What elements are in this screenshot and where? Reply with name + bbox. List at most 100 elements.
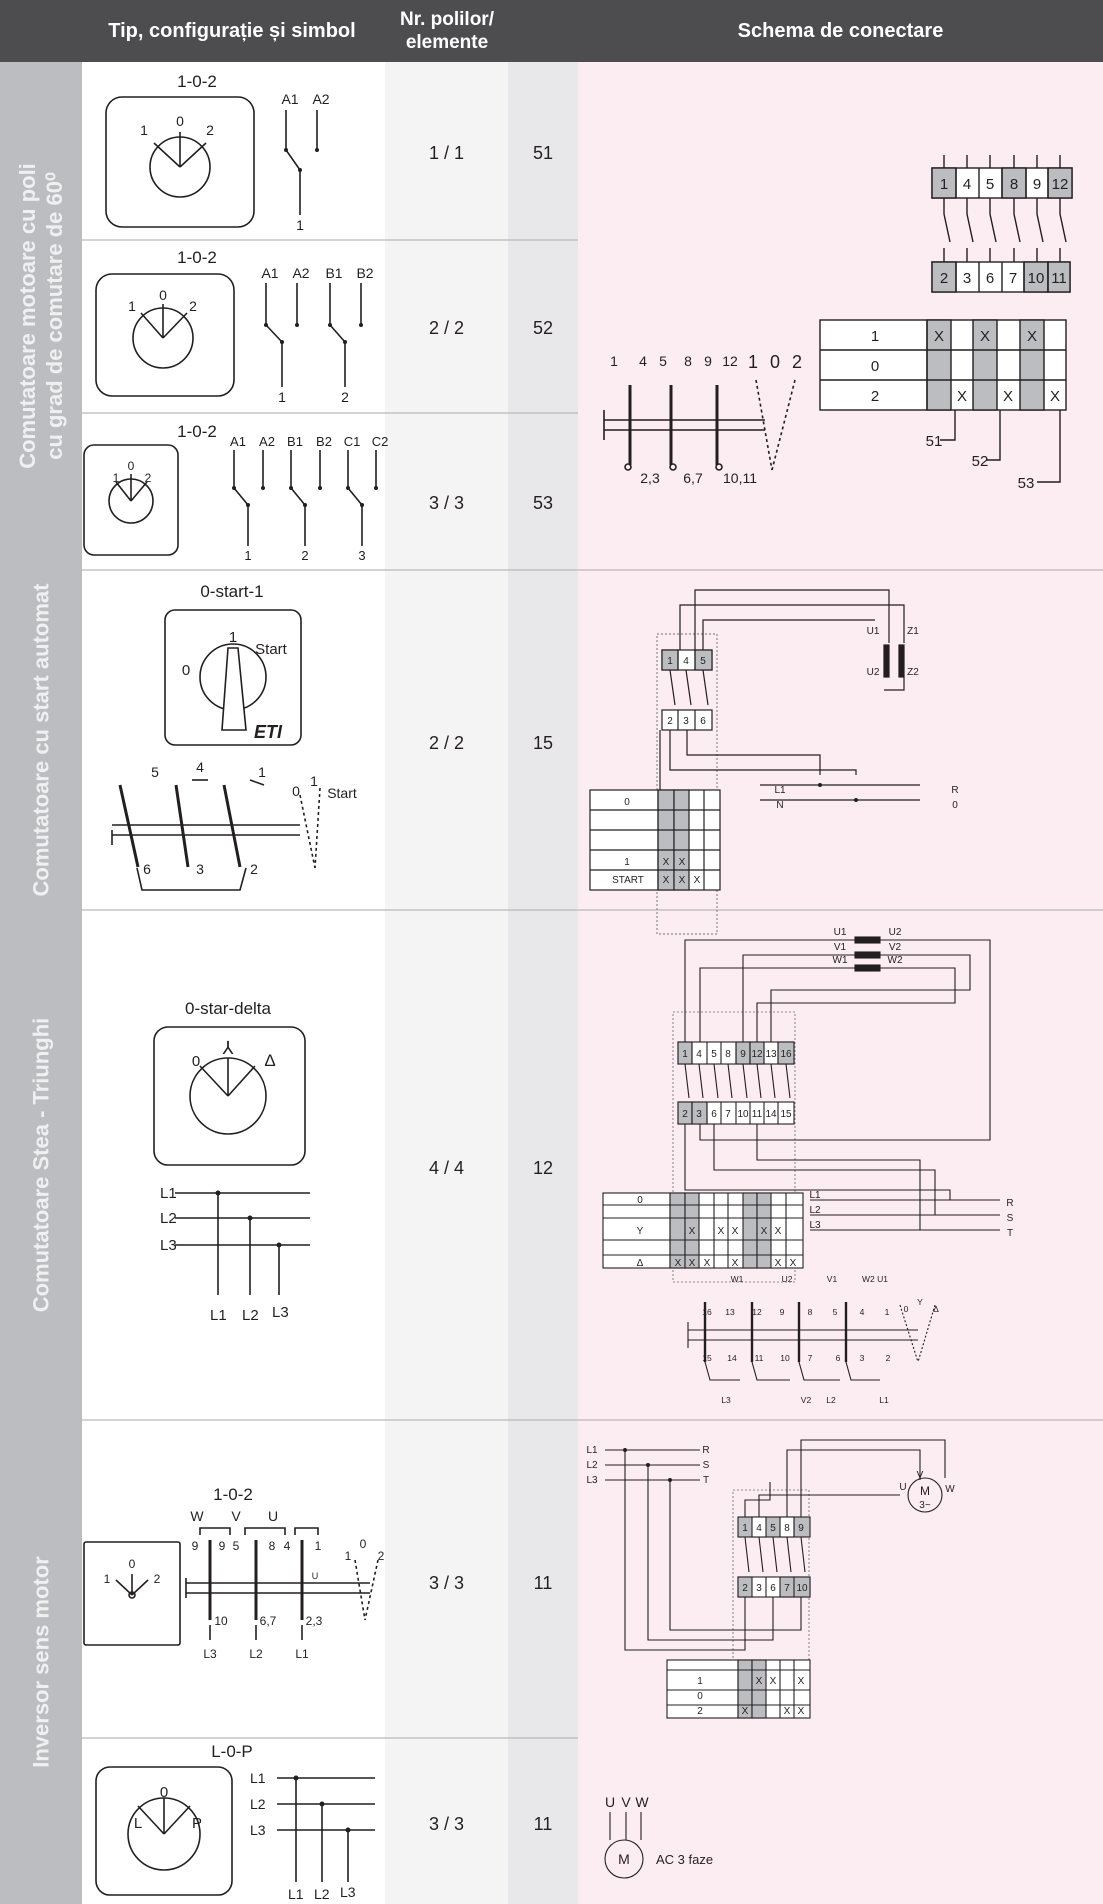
diagram-label: X [679,875,686,886]
diagram-label: 4 [683,656,689,667]
terminal: 9 [1033,176,1041,193]
scheme-number: 52 [532,318,554,338]
diagram-label: 0 [160,1784,168,1801]
diagram-label: M [618,1851,630,1867]
diagram-label: 1 [624,857,630,868]
dial-pos: 0 [159,287,167,303]
diagram-label: U [899,1482,906,1493]
scheme-ref: 52 [972,453,989,470]
diagram-label: R [1006,1198,1013,1209]
diagram-label: L2 [250,1796,266,1812]
contact-label: A2 [312,91,329,107]
diagram-label: 0 [637,1195,643,1206]
diagram-label: 12 [722,353,738,369]
knob-lever [221,647,247,731]
diagram-label: 5 [700,656,706,667]
diagram-label: 1 [667,656,673,667]
scheme-number: 11 [533,1814,553,1834]
table-pos: 2 [871,388,879,405]
diagram-label: W2 [888,955,903,966]
diagram-label: L1 [160,1185,177,1202]
output-label: 1 [278,389,286,405]
diagram-label: 3 [860,1353,865,1363]
diagram-label: L3 [250,1822,266,1838]
terminal: 1 [940,176,948,193]
dial-plate [164,609,302,746]
terminal: 7 [1009,270,1017,287]
diagram-label: T [703,1475,709,1486]
dial-pos: Δ [264,1051,275,1070]
diagram-label: X [679,857,686,868]
diagram-label: 0 [770,352,780,372]
diagram-label: X [689,1258,696,1269]
terminal: 6 [986,270,994,287]
diagram-label: 14 [727,1353,737,1363]
terminal: 2 [940,270,948,287]
diagram-label: U [312,1571,319,1581]
diagram-label: L3 [809,1220,821,1231]
diagram-label: L3 [160,1237,177,1254]
diagram-label: U1 [834,927,847,938]
dial-pos: 2 [189,298,197,314]
diagram-label: 10 [737,1109,749,1120]
table-mark: X [1027,328,1037,345]
output-label: 1 [244,548,251,563]
diagram-label: 2,3 [640,470,660,486]
poles-value: 2 / 2 [428,318,465,338]
table-mark: X [934,328,944,345]
diagram-label: 1 [697,1676,703,1687]
header-poles: Nr. polilor/ elemente [385,0,509,62]
dial-pos: 2 [206,122,214,138]
diagram-label: 2,3 [306,1614,323,1628]
output-label: 1 [296,217,304,233]
diagram-label: Δ [637,1258,644,1269]
poles-value: 3 / 3 [428,1573,465,1593]
table-mark: X [980,328,990,345]
dial-pos: 1 [229,629,237,646]
diagram-label: 1 [104,1572,111,1586]
diagram-label: X [732,1226,739,1237]
diagram-label: 7 [725,1109,731,1120]
diagram-label: X [718,1226,725,1237]
contact-label: C2 [372,434,389,449]
scheme-number: 51 [532,143,554,163]
dial-plate [83,1541,181,1646]
diagram-label: 4 [196,759,204,775]
diagram-label: X [761,1226,768,1237]
diagram-label: 9 [740,1049,746,1060]
diagram-label: Z2 [907,667,919,678]
diagram-label: V2 [889,942,902,953]
diagram-label: 3 [683,716,689,727]
dial-plate [153,1026,306,1166]
diagram-label: 4 [696,1049,702,1060]
diagram-label: L2 [314,1886,330,1902]
scheme-number: 53 [532,493,554,513]
diagram-label: L3 [340,1884,356,1900]
diagram-label: W1 [731,1274,744,1284]
poles-value: 4 / 4 [428,1158,465,1178]
diagram-label: X [784,1706,791,1717]
diagram-label: 10,11 [723,470,757,486]
diagram-label: M [920,1484,930,1498]
diagram-label: W2 U1 [862,1274,888,1284]
diagram-label: L3 [721,1395,731,1405]
dial-plate [83,444,179,556]
contact-label: B2 [316,434,332,449]
brand-logo: ETI [254,722,283,742]
output-label: 3 [358,548,365,563]
diagram-label: L2 [160,1210,177,1227]
diagram-label: 9 [704,353,712,369]
diagram-label: 3 [756,1583,762,1594]
diagram-label: 9 [192,1539,199,1553]
table-pos: 1 [871,328,879,345]
diagram-label: X [770,1676,777,1687]
section-label-star-delta: Comutatoare Stea - Triunghi [0,910,82,1420]
terminal: 11 [1051,270,1067,287]
diagram-label: L1 [586,1445,598,1456]
diagram-label: 5 [233,1539,240,1553]
diagram-label: 1 [258,764,266,780]
contact-label: B2 [356,265,373,281]
dial-plate [95,1766,233,1896]
diagram-label: 3 [196,861,204,877]
